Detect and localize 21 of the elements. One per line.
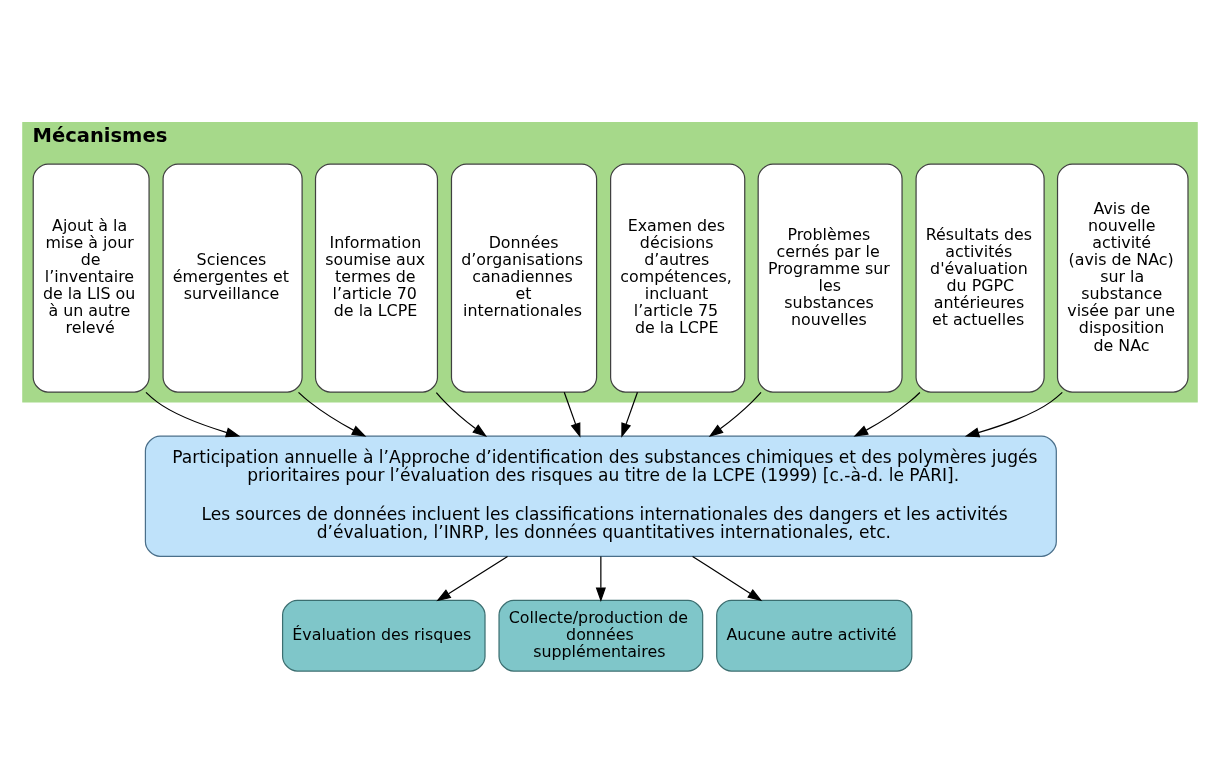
node-box: Données d’organisations canadiennes et internationales: [450, 163, 598, 393]
node-box: Résultats des activités d'évaluation du PGPC antérieures et actuelles: [915, 163, 1045, 393]
arrow: [853, 391, 921, 437]
node-box: Évaluation des risques: [281, 599, 486, 672]
arrow: [297, 391, 367, 437]
node-box: Aucune autre activité: [716, 599, 913, 672]
node-box: Participation annuelle à l’Approche d’identification des substances chimiques et des polymères jugés prioritaires pour l’évaluation des risques au titre de la LCPE (1999) [c.-à-d. le PARI]. Les sources de données incluent les classifications internationales des dangers et les activités d’évaluation, l’INRP, les données quantitatives internationales, etc.: [144, 435, 1057, 557]
node-box: Problèmes cernés par le Programme sur les substances nouvelles: [757, 163, 903, 393]
node-box: Ajout à la mise à jour de l’inventaire de la LIS ou à un autre relevé: [32, 163, 150, 393]
arrow: [595, 555, 606, 602]
arrow: [621, 391, 639, 438]
node-box: Examen des décisions d’autres compétences, incluant l’article 75 de la LCPE: [610, 163, 746, 393]
node-box: Sciences émergentes et surveillance: [162, 163, 303, 393]
node-box: Avis de nouvelle activité (avis de NAc) sur la substance visée par une disposition de NAc: [1056, 163, 1189, 393]
arrow: [692, 555, 763, 601]
node-box: Collecte/production de données supplémentaires: [498, 599, 704, 672]
arrow: [964, 391, 1063, 437]
arrow: [145, 391, 241, 437]
arrow: [436, 555, 509, 601]
arrow: [563, 391, 581, 438]
node-box: Information soumise aux termes de l’article 70 de la LCPE: [314, 163, 439, 393]
